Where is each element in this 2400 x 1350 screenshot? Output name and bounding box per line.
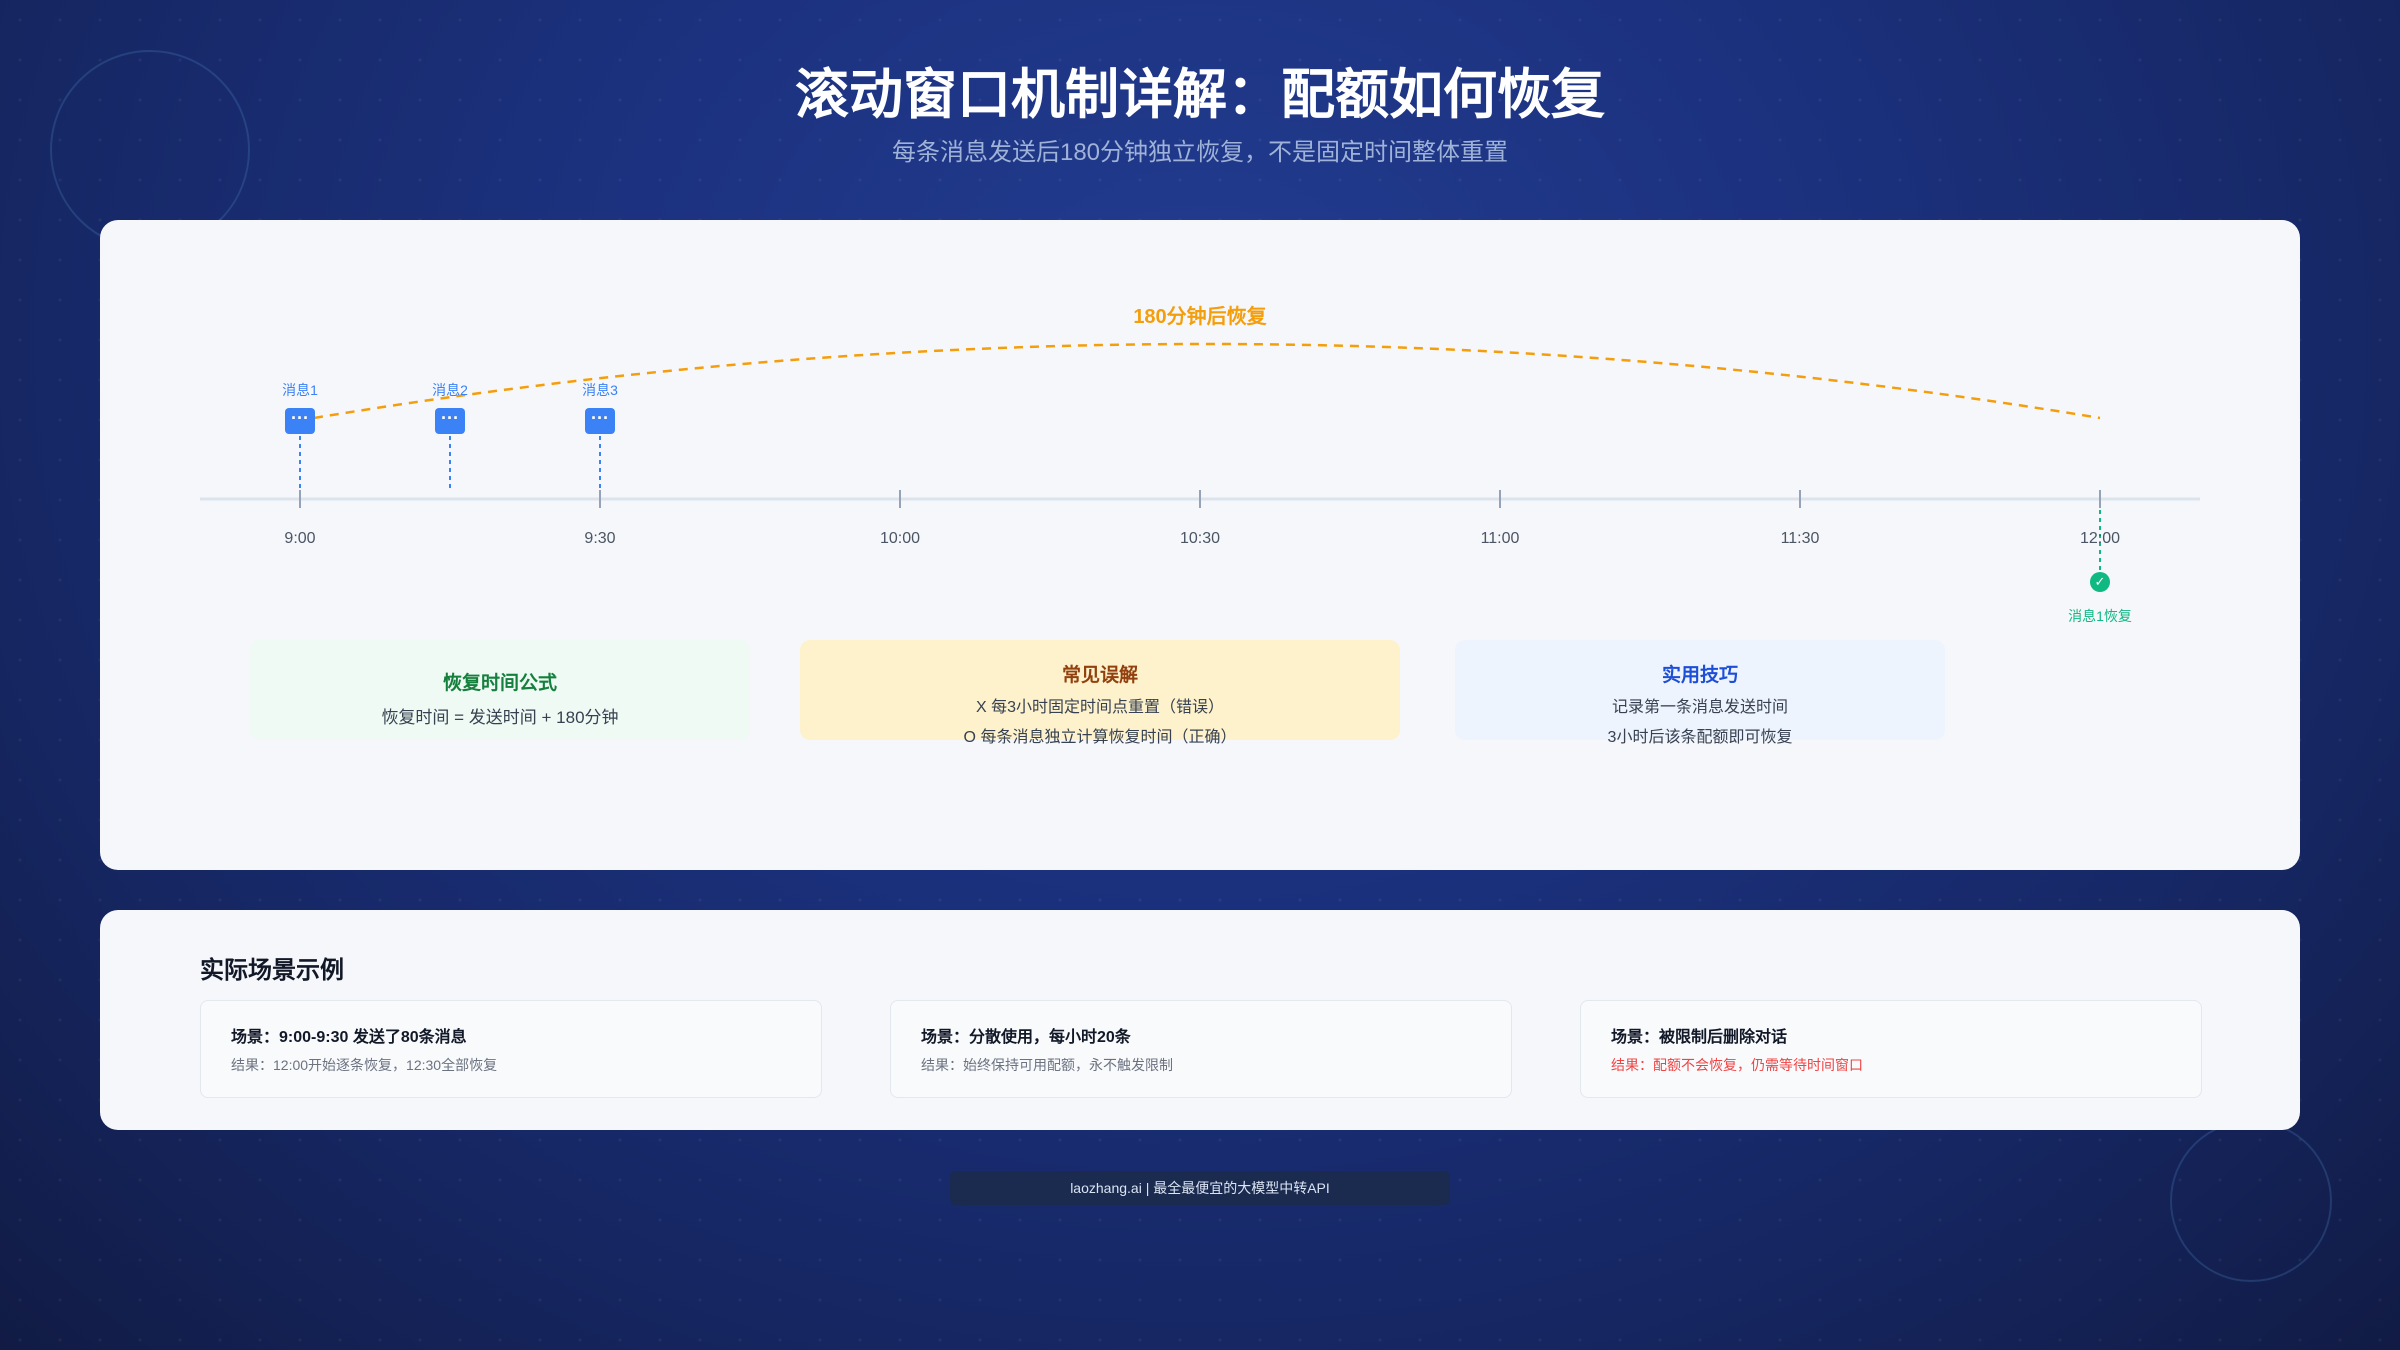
recovery-arc-label: 180分钟后恢复: [1133, 306, 1267, 328]
tips-title: 实用技巧: [1661, 665, 1738, 686]
tick-label: 9:00: [284, 530, 316, 547]
scenario-result-warning: 结果：配额不会恢复，仍需等待时间窗口: [1611, 1057, 1863, 1073]
tick-label: 10:00: [879, 530, 921, 547]
scenario-card: 场景：9:00-9:30 发送了80条消息 结果：12:00开始逐条恢复，12:…: [200, 1000, 822, 1098]
footer-banner: laozhang.ai | 最全最便宜的大模型中转API: [950, 1171, 1450, 1205]
scenario-card: 场景：被限制后删除对话 结果：配额不会恢复，仍需等待时间窗口: [1580, 1000, 2202, 1098]
timeline-card: 180分钟后恢复 消息1 消息2 消息3 ··· ··· ··· 9:00 9:…: [100, 220, 2300, 870]
decorative-circle-bottom-right: [2170, 1120, 2332, 1282]
message-label-3: 消息3: [582, 382, 618, 398]
chat-bubble-icon: ···: [435, 408, 465, 434]
message-label-2: 消息2: [432, 382, 468, 398]
scenarios-card: 实际场景示例 场景：9:00-9:30 发送了80条消息 结果：12:00开始逐…: [100, 910, 2300, 1130]
formula-title: 恢复时间公式: [442, 673, 557, 694]
chat-bubble-icon: ···: [285, 408, 315, 434]
scenario-title: 场景：分散使用，每小时20条: [921, 1029, 1131, 1046]
recover-label: 消息1恢复: [2068, 608, 2132, 624]
scenario-result: 结果：12:00开始逐条恢复，12:30全部恢复: [231, 1057, 498, 1073]
scenario-title: 场景：9:00-9:30 发送了80条消息: [231, 1029, 467, 1046]
tick-label: 12:00: [2079, 530, 2121, 547]
message-label-1: 消息1: [282, 382, 318, 398]
page-subtitle: 每条消息发送后180分钟独立恢复，不是固定时间整体重置: [891, 139, 1509, 166]
scenario-title: 场景：被限制后删除对话: [1611, 1029, 1788, 1046]
chat-bubble-icon: ···: [585, 408, 615, 434]
formula-box: 恢复时间公式 恢复时间 = 发送时间 + 180分钟: [250, 640, 750, 740]
myth-box: 常见误解 X 每3小时固定时间点重置（错误） O 每条消息独立计算恢复时间（正确…: [800, 640, 1400, 746]
tips-line-2: 3小时后该条配额即可恢复: [1607, 729, 1793, 746]
tick-label: 11:00: [1480, 530, 1520, 547]
recovery-arc: [313, 342, 2101, 420]
timeline-ticks: [299, 490, 2101, 508]
myth-title: 常见误解: [1061, 665, 1138, 686]
tick-label: 10:30: [1179, 530, 1221, 547]
check-circle-icon: ✓: [2090, 572, 2110, 592]
tips-line-1: 记录第一条消息发送时间: [1611, 699, 1788, 716]
scenario-card: 场景：分散使用，每小时20条 结果：始终保持可用配额，永不触发限制: [890, 1000, 1512, 1098]
scenario-result: 结果：始终保持可用配额，永不触发限制: [921, 1057, 1173, 1073]
page-title: 滚动窗口机制详解：配额如何恢复: [795, 65, 1605, 125]
tips-box: 实用技巧 记录第一条消息发送时间 3小时后该条配额即可恢复: [1455, 640, 1945, 746]
formula-text: 恢复时间 = 发送时间 + 180分钟: [381, 708, 619, 727]
myth-wrong: X 每3小时固定时间点重置（错误）: [975, 699, 1225, 716]
myth-right: O 每条消息独立计算恢复时间（正确）: [963, 729, 1237, 746]
tick-label: 11:30: [1780, 530, 1820, 547]
tick-label: 9:30: [584, 530, 616, 547]
scenarios-title: 实际场景示例: [200, 957, 344, 984]
